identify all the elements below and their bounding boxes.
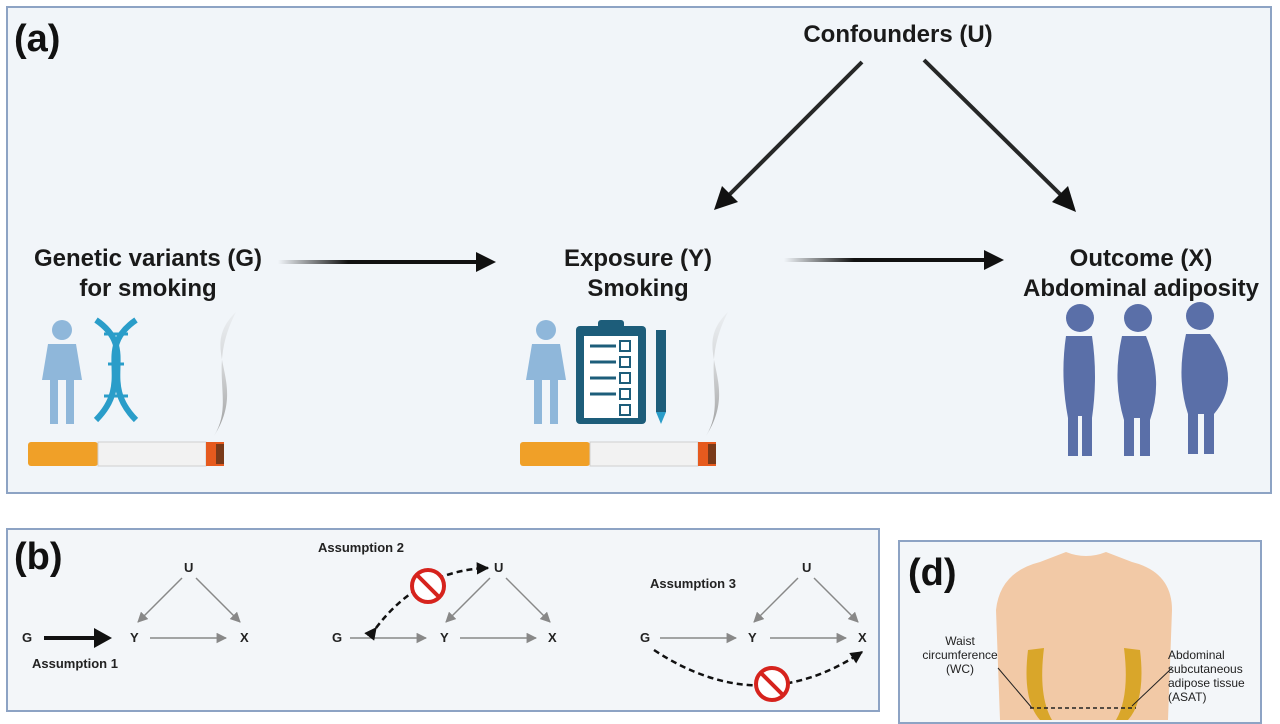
asat-pointer [1131, 667, 1173, 707]
wc-pointer [997, 667, 1033, 709]
b1-node-x: X [240, 630, 249, 645]
b3-node-u: U [802, 560, 812, 575]
exposure-label-line1: Exposure (Y) [563, 245, 713, 272]
b1-node-g: G [22, 630, 33, 645]
body-icon-obese [1181, 302, 1229, 454]
panel-b-letter: (b) [14, 536, 63, 578]
body-icon-medium [1117, 304, 1157, 456]
no-sign-icon-2 [754, 666, 790, 702]
arrow-u-to-x [922, 58, 1076, 212]
genetic-label-line2: for smoking [79, 275, 217, 302]
outcome-label-line1: Outcome (X) [1069, 245, 1213, 272]
confounders-label: Confounders (U) [803, 21, 993, 48]
diagram-assumption-1 [44, 577, 241, 648]
b2-node-x: X [548, 630, 557, 645]
waist-circumference-label: Waist circumference (WC) [922, 634, 998, 676]
genetic-label-line1: Genetic variants (G) [33, 245, 263, 272]
person-icon [42, 320, 82, 424]
smoke-icon-2 [706, 312, 728, 436]
outcome-label-line2: Abdominal adiposity [1022, 275, 1259, 302]
cigarette-icon [28, 441, 224, 467]
arrow-u-to-y [714, 60, 864, 210]
b1-node-y: Y [130, 630, 139, 645]
panel-d-letter: (d) [908, 552, 957, 594]
no-sign-icon [410, 568, 446, 604]
asat-label: Abdominal subcutaneous adipose tissue (A… [1168, 648, 1245, 704]
arrow-y-to-x [784, 250, 1004, 270]
torso-illustration [996, 552, 1172, 720]
outcome-label: Outcome (X) Abdominal adiposity [1012, 244, 1270, 304]
b3-node-y: Y [748, 630, 757, 645]
b2-node-g: G [332, 630, 343, 645]
body-icon-slim [1063, 304, 1095, 456]
person-icon-2 [526, 320, 566, 424]
arrow-g-to-y [278, 252, 496, 272]
diagram-assumption-2 [350, 562, 551, 644]
pencil-icon [656, 330, 666, 424]
assumption-1-label: Assumption 1 [32, 656, 118, 671]
b3-node-g: G [640, 630, 651, 645]
clipboard-icon [576, 320, 646, 424]
dna-icon [93, 317, 139, 423]
exposure-label: Exposure (Y) Smoking [518, 244, 758, 304]
genetic-variants-label: Genetic variants (G) for smoking [18, 244, 278, 304]
assumption-3-label: Assumption 3 [650, 576, 736, 591]
smoke-icon [214, 312, 236, 436]
panel-a-letter: (a) [14, 18, 61, 60]
assumption-2-label: Assumption 2 [318, 540, 404, 555]
b2-node-u: U [494, 560, 504, 575]
b1-node-u: U [184, 560, 194, 575]
cigarette-icon-2 [520, 441, 716, 467]
exposure-label-line2: Smoking [587, 275, 689, 302]
b3-node-x: X [858, 630, 867, 645]
